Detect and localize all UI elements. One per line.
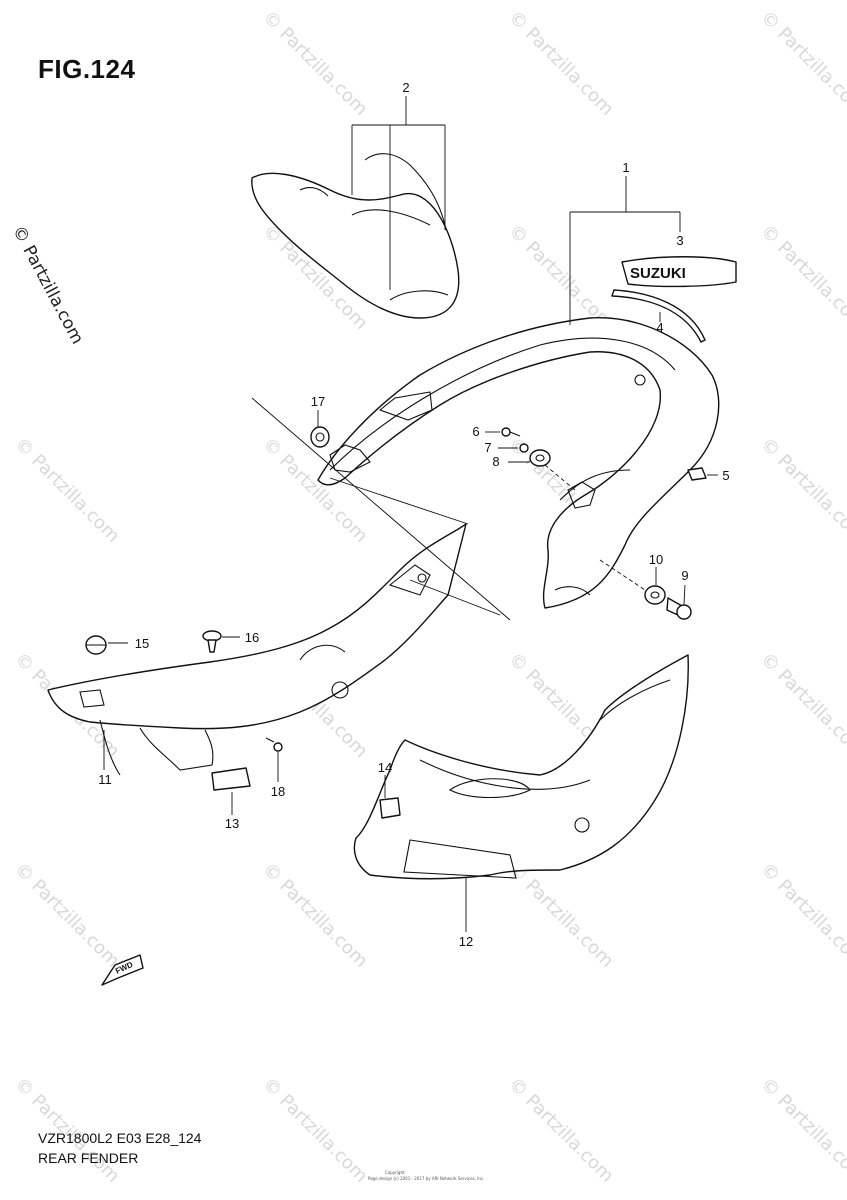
watermark-text: © Partzilla.com (756, 7, 847, 120)
watermark-text: © Partzilla.com (756, 1074, 847, 1187)
callout-label-12[interactable]: 12 (459, 934, 473, 949)
model-code: VZR1800L2 E03 E28_124 (38, 1130, 202, 1146)
part-14-pad[interactable] (379, 797, 401, 819)
figure-title: FIG.124 (38, 54, 136, 84)
callout-label-14[interactable]: 14 (378, 760, 392, 775)
watermark-text: © Partzilla.com (504, 7, 617, 120)
part-3-emblem[interactable]: SUZUKI (621, 256, 737, 288)
watermark-text: © Partzilla.com (10, 859, 123, 972)
assembly-guide-lines (251, 397, 511, 621)
part-8-grommet[interactable] (529, 449, 551, 467)
watermark-text: © Partzilla.com (258, 859, 371, 972)
callout-label-7[interactable]: 7 (484, 440, 491, 455)
callout-label-15[interactable]: 15 (135, 636, 149, 651)
part-7-washer[interactable] (519, 443, 529, 453)
callouts-6-8-leaders (485, 431, 576, 491)
callout-label-5[interactable]: 5 (722, 468, 729, 483)
part-5-clip[interactable] (687, 467, 707, 481)
watermark-text: © Partzilla.com (258, 1074, 371, 1187)
watermark-text: © Partzilla.com (756, 649, 847, 762)
watermark-text: © Partzilla.com (756, 221, 847, 334)
part-15-grommet[interactable] (85, 635, 107, 655)
callout-label-10[interactable]: 10 (649, 552, 663, 567)
part-1-rear-fender[interactable] (317, 317, 720, 609)
part-6-screw[interactable] (501, 427, 521, 437)
part-13-pad[interactable] (211, 767, 251, 791)
part-17-grommet[interactable] (310, 426, 330, 448)
callout-2-leader (351, 96, 446, 290)
callout-label-16[interactable]: 16 (245, 630, 259, 645)
callout-label-11[interactable]: 11 (98, 772, 112, 787)
callout-label-18[interactable]: 18 (271, 784, 285, 799)
copyright-text: Page design (c) 2001 - 2017 by ARI Netwo… (368, 1176, 485, 1181)
callouts-9-10-leaders (599, 559, 686, 605)
watermark-text: © Partzilla.com (10, 434, 123, 547)
watermark-text: © Partzilla.com (756, 859, 847, 972)
part-11-inner-fender[interactable] (47, 523, 467, 776)
callout-label-4[interactable]: 4 (656, 320, 663, 335)
part-2-cowl[interactable] (251, 153, 460, 319)
callout-label-9[interactable]: 9 (681, 568, 688, 583)
callout-label-17[interactable]: 17 (311, 394, 325, 409)
part-18-screw[interactable] (265, 737, 283, 752)
section-name: REAR FENDER (38, 1150, 139, 1166)
fwd-direction-arrow: FWD (101, 954, 144, 986)
watermark-text: © Partzilla.com (504, 859, 617, 972)
part-10-grommet[interactable] (644, 585, 666, 605)
callout-label-6[interactable]: 6 (472, 424, 479, 439)
callout-label-1[interactable]: 1 (622, 160, 629, 175)
part-12-side-cover[interactable] (353, 654, 689, 880)
watermark-text: © Partzilla.com (504, 1074, 617, 1187)
svg-text:SUZUKI: SUZUKI (630, 265, 686, 282)
watermark-text: © Partzilla.com (756, 434, 847, 547)
callout-label-2[interactable]: 2 (402, 80, 409, 95)
callout-label-3[interactable]: 3 (676, 233, 683, 248)
part-9-bolt[interactable] (666, 597, 692, 620)
copyright-label: Copyright (385, 1170, 405, 1175)
watermark-text: © Partzilla.com (504, 221, 617, 334)
part-16-push-rivet[interactable] (202, 630, 222, 653)
part-4-trim-strip[interactable] (611, 289, 706, 343)
watermark-text: © Partzilla.com (258, 7, 371, 120)
callout-label-8[interactable]: 8 (492, 454, 499, 469)
callout-label-13[interactable]: 13 (225, 816, 239, 831)
callout-1-leader (569, 176, 681, 325)
